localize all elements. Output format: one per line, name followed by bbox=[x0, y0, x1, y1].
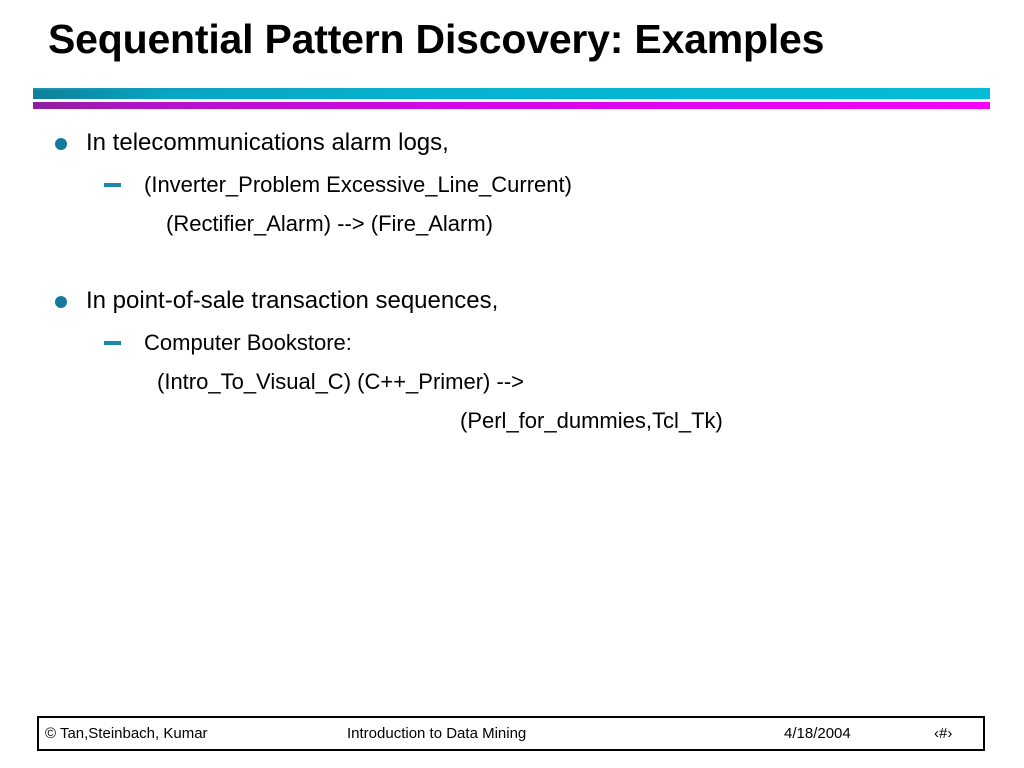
divider-bar-magenta bbox=[33, 102, 990, 109]
dash-marker-icon bbox=[104, 341, 121, 345]
divider-bar-teal-highlight bbox=[33, 88, 990, 90]
continuation-label: (Intro_To_Visual_C) (C++_Primer) --> bbox=[157, 369, 524, 394]
bullet-dot-icon bbox=[55, 138, 67, 150]
continuation-line-intro: (Intro_To_Visual_C) (C++_Primer) --> bbox=[0, 365, 1024, 398]
slide-body: In telecommunications alarm logs, (Inver… bbox=[0, 126, 1024, 437]
sub-bullet-label: Computer Bookstore: bbox=[144, 330, 352, 355]
sub-bullet-label: (Inverter_Problem Excessive_Line_Current… bbox=[144, 172, 572, 197]
continuation-line-rectifier: (Rectifier_Alarm) --> (Fire_Alarm) bbox=[0, 207, 1024, 240]
title-divider bbox=[33, 88, 990, 110]
bullet-dot-icon bbox=[55, 296, 67, 308]
dash-marker-icon bbox=[104, 183, 121, 187]
page-title: Sequential Pattern Discovery: Examples bbox=[48, 16, 825, 62]
divider-gap bbox=[33, 99, 990, 102]
divider-bar-teal bbox=[33, 90, 990, 99]
footer-course-title: Introduction to Data Mining bbox=[347, 725, 527, 742]
bullet-label: In telecommunications alarm logs, bbox=[86, 129, 449, 156]
sub-bullet-item-bookstore: Computer Bookstore: bbox=[0, 326, 1024, 359]
bullet-item-telecom: In telecommunications alarm logs, bbox=[0, 126, 1024, 160]
sub-bullet-item-inverter: (Inverter_Problem Excessive_Line_Current… bbox=[0, 168, 1024, 201]
continuation-line-perl: (Perl_for_dummies,Tcl_Tk) bbox=[0, 404, 1024, 437]
footer-row: © Tan,Steinbach, Kumar Introduction to D… bbox=[39, 718, 983, 749]
footer-copyright: © Tan,Steinbach, Kumar bbox=[45, 725, 208, 742]
bullet-item-pos: In point-of-sale transaction sequences, bbox=[0, 284, 1024, 318]
bullet-label: In point-of-sale transaction sequences, bbox=[86, 287, 499, 314]
footer-date: 4/18/2004 bbox=[784, 725, 851, 742]
section-spacer bbox=[0, 240, 1024, 284]
footer-page-number: ‹#› bbox=[934, 725, 953, 742]
slide-footer: © Tan,Steinbach, Kumar Introduction to D… bbox=[37, 716, 985, 751]
continuation-label: (Perl_for_dummies,Tcl_Tk) bbox=[460, 408, 723, 433]
continuation-label: (Rectifier_Alarm) --> (Fire_Alarm) bbox=[166, 211, 493, 236]
